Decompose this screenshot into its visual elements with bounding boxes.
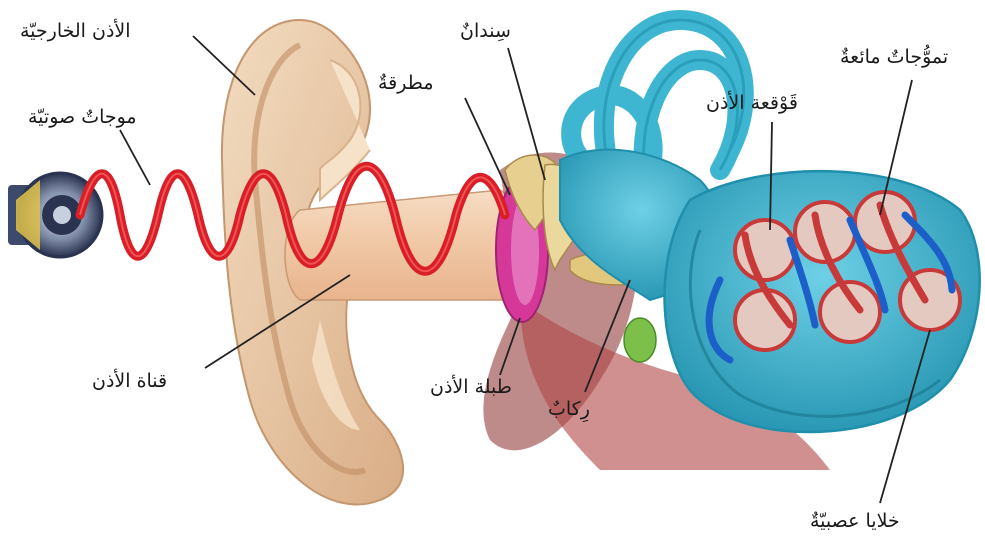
label-eardrum: طبلة الأذن <box>430 378 512 397</box>
label-stirrup: رِكابٌ <box>548 400 590 419</box>
cochlea-shape <box>665 171 980 432</box>
label-hammer: مطرقةٌ <box>378 74 434 93</box>
label-cochlea: قَوْقعة الأذن <box>706 94 798 113</box>
label-outer-ear: الأذن الخارجيّة <box>20 22 131 41</box>
label-nerve-cells: خلايا عصبيّةٌ <box>810 512 900 531</box>
label-ear-canal: قناة الأذن <box>92 372 167 391</box>
label-sound-waves: موجاتٌ صوتيّة <box>28 108 137 127</box>
label-fluid-waves: تموُّجاتٌ مائعةٌ <box>840 48 948 67</box>
round-window <box>624 318 656 362</box>
label-anvil: سِندانٌ <box>460 22 511 41</box>
